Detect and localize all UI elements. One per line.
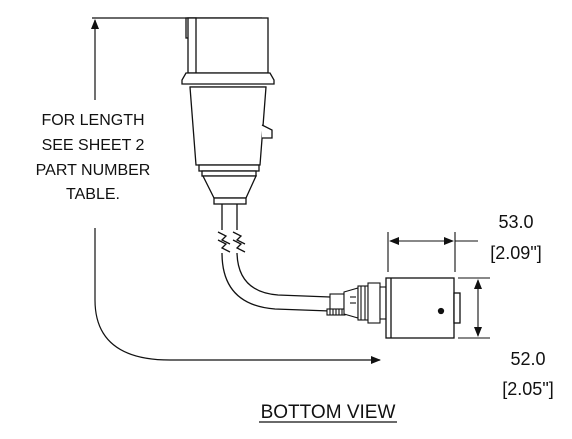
plug-strain-relief xyxy=(201,175,258,199)
gland-nut xyxy=(357,285,369,321)
note-line-1: FOR LENGTH xyxy=(41,112,144,129)
height-dimension xyxy=(458,277,490,339)
cable-break-upper-2 xyxy=(232,231,246,245)
length-arrow-curve xyxy=(94,228,381,364)
plug-connector xyxy=(181,17,275,205)
plug-head xyxy=(187,17,269,74)
plug-collar xyxy=(181,72,275,85)
gland-flange xyxy=(367,282,381,324)
cable-break-lower-2 xyxy=(232,239,246,253)
cable-inner-edge xyxy=(236,252,331,298)
plug-ring-2 xyxy=(201,170,257,177)
view-title: BOTTOM VIEW xyxy=(261,402,396,423)
width-dimension xyxy=(387,232,478,272)
plug-body xyxy=(189,86,267,166)
cable-outer-edge xyxy=(221,252,331,312)
plug-boot-end xyxy=(213,197,247,205)
width-mm-label: 53.0 xyxy=(498,212,533,232)
height-mm-label: 52.0 xyxy=(510,349,545,369)
housing-screw xyxy=(437,307,445,315)
housing xyxy=(385,277,461,339)
housing-body xyxy=(385,277,455,339)
plug-ring-1 xyxy=(198,164,260,172)
length-note: FOR LENGTH SEE SHEET 2 PART NUMBER TABLE… xyxy=(36,112,151,203)
height-in-label: [2.05"] xyxy=(502,379,553,399)
cable-break-lower xyxy=(217,239,231,253)
cable xyxy=(217,204,331,312)
cable-gland xyxy=(326,282,387,324)
cable-break-upper xyxy=(217,231,231,245)
width-in-label: [2.09"] xyxy=(490,243,541,263)
housing-side-tab xyxy=(453,292,461,324)
gland-seat xyxy=(379,286,387,320)
plug-latch xyxy=(261,124,273,139)
note-line-3: PART NUMBER xyxy=(36,162,151,179)
note-line-4: TABLE. xyxy=(66,186,120,203)
note-line-2: SEE SHEET 2 xyxy=(42,137,145,154)
